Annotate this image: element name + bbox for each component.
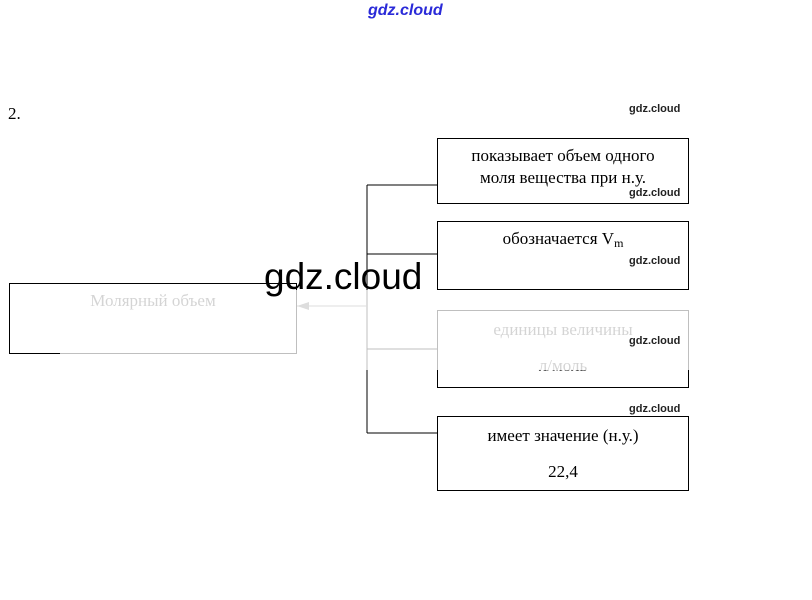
property-text: моля вещества при н.у. (479, 168, 647, 187)
symbol-subscript: m (614, 236, 624, 250)
property-box-value: имеет значение (н.у.) 22,4 (437, 416, 689, 491)
watermark-big: gdz.cloud (264, 256, 423, 297)
arrow-head (297, 302, 309, 310)
main-concept-label: Молярный объем (90, 291, 216, 310)
watermark-small: gdz.cloud (629, 255, 681, 267)
watermark-small: gdz.cloud (629, 103, 681, 115)
property-box-units: единицы величины л/моль (437, 310, 689, 388)
property-box-symbol: обозначается Vm (437, 221, 689, 290)
property-value: 22,4 (548, 462, 578, 481)
task-number: 2. (8, 104, 21, 123)
watermark-small: gdz.cloud (629, 403, 681, 415)
property-text: обозначается V (502, 229, 615, 248)
property-text: имеет значение (н.у.) (487, 426, 639, 445)
property-box-definition: показывает объем одного моля вещества пр… (437, 138, 689, 204)
main-concept-box: Молярный объем (9, 283, 297, 354)
watermark-small: gdz.cloud (629, 335, 681, 347)
property-text: единицы величины (493, 320, 633, 339)
watermark-small: gdz.cloud (629, 187, 681, 199)
property-text: показывает объем одного (471, 146, 655, 165)
watermark-top: gdz.cloud (368, 2, 443, 19)
property-value: л/моль (538, 356, 588, 375)
